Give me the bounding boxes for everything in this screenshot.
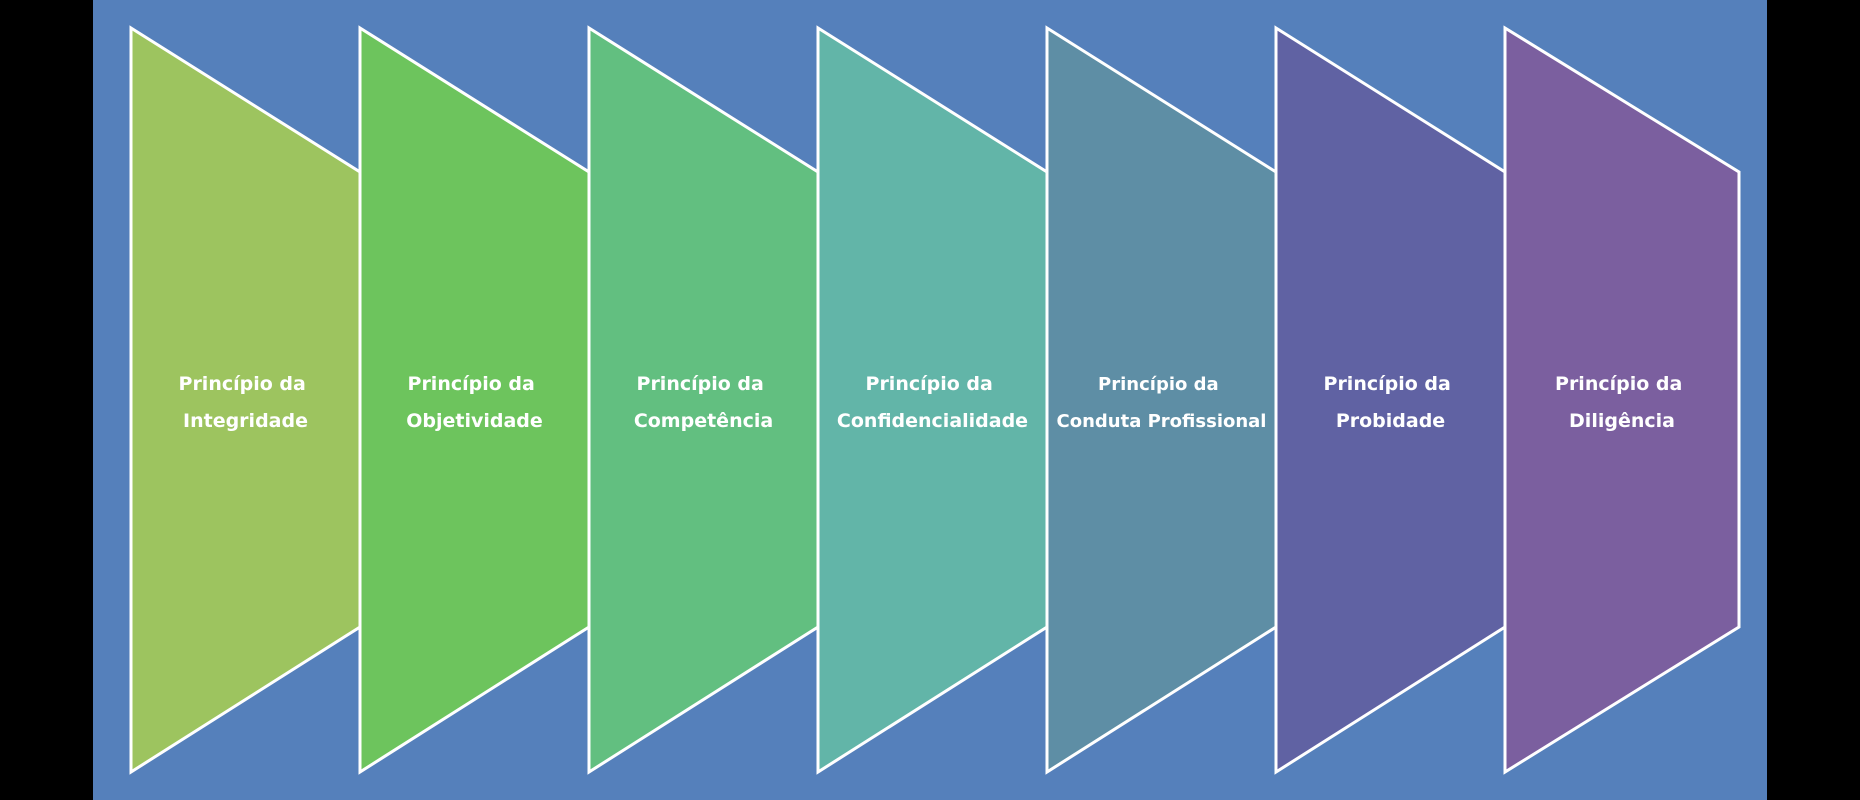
- step-probidade: Princípio da Probidade: [1274, 25, 1507, 775]
- step-conduta-profissional: Princípio da Conduta Profissional: [1045, 25, 1278, 775]
- step-label-line2: Integridade: [183, 410, 308, 432]
- step-label-line2: Competência: [634, 410, 773, 432]
- step-label-line1: Princípio da: [866, 373, 993, 395]
- step-diligencia: Princípio da Diligência: [1503, 25, 1741, 775]
- step-label-line1: Princípio da: [1098, 374, 1219, 395]
- step-label-line2: Diligência: [1569, 410, 1675, 432]
- step-label-line2: Probidade: [1336, 410, 1445, 432]
- step-label-line1: Princípio da: [1324, 373, 1451, 395]
- step-label-line2: Conduta Profissional: [1057, 411, 1267, 432]
- step-competencia: Princípio da Competência: [587, 25, 820, 775]
- step-label: Princípio da Competência: [634, 373, 773, 432]
- step-label: Princípio da Integridade: [179, 373, 313, 432]
- step-label-line1: Princípio da: [1555, 373, 1682, 395]
- step-shape: [1503, 25, 1741, 775]
- step-label-line2: Objetividade: [406, 410, 543, 432]
- step-label-line1: Princípio da: [179, 373, 306, 395]
- step-label-line1: Princípio da: [637, 373, 764, 395]
- step-label: Princípio da Diligência: [1555, 373, 1689, 432]
- step-label-line1: Princípio da: [408, 373, 535, 395]
- step-label-line2: Confidencialidade: [837, 410, 1028, 432]
- step-label: Princípio da Probidade: [1324, 373, 1458, 432]
- step-label: Princípio da Conduta Profissional: [1057, 374, 1267, 432]
- left-black-bar: [0, 0, 93, 800]
- principle-steps: Princípio da Integridade Princípio da Ob…: [129, 25, 1741, 775]
- step-label: Princípio da Objetividade: [406, 373, 543, 432]
- step-label: Princípio da Confidencialidade: [837, 373, 1028, 432]
- right-black-bar: [1767, 0, 1860, 800]
